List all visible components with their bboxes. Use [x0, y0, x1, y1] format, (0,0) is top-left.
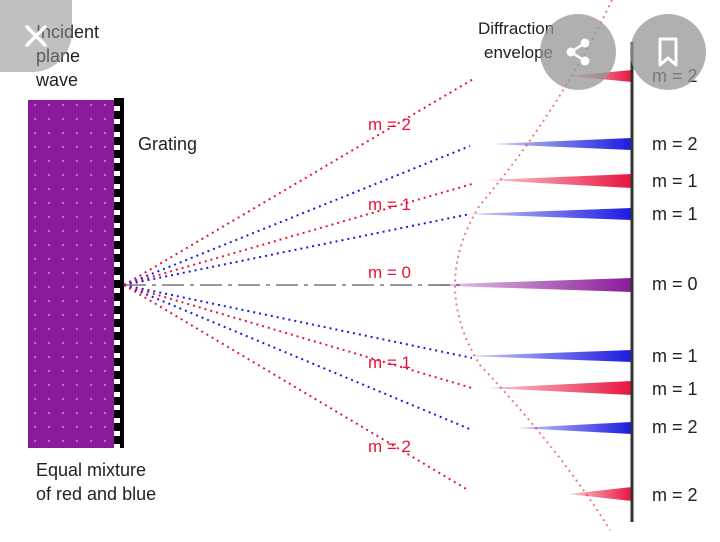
ray-label-m1-bottom: m = 1: [368, 353, 411, 372]
close-button[interactable]: [0, 0, 72, 72]
grating-slit: [114, 301, 120, 306]
grating-slit: [114, 210, 120, 215]
ray-label-m2-bottom: m = 2: [368, 437, 411, 456]
peak-red-m1-bottom: [486, 381, 632, 395]
share-icon: [566, 38, 590, 66]
grating-slit: [114, 132, 120, 137]
grating: [114, 98, 124, 449]
grating-slit: [114, 119, 120, 124]
screen-label: m = 1: [652, 171, 698, 191]
screen-labels: m = 2 m = 2 m = 1 m = 1 m = 0 m = 1 m = 1 m = 2…: [652, 66, 698, 505]
grating-slit: [114, 340, 120, 345]
close-icon: [25, 25, 47, 47]
ray-label-m1-top: m = 1: [368, 195, 411, 214]
grating-slit: [114, 223, 120, 228]
grating-slit: [114, 444, 120, 449]
ray-red-m2-top: [123, 77, 476, 286]
ray-blue-m1-bottom: [123, 284, 473, 359]
grating-slit: [114, 184, 120, 189]
ray-red-m1-bottom: [123, 284, 473, 389]
grating-slit: [114, 431, 120, 436]
incident-label-3: wave: [35, 70, 78, 90]
peak-blue-m1-top: [466, 208, 632, 220]
bookmark-icon: [658, 37, 678, 67]
grating-slit: [114, 366, 120, 371]
grating-slit: [114, 405, 120, 410]
peak-blue-m2-top: [490, 138, 632, 150]
grating-slit: [114, 418, 120, 423]
screen-label: m = 1: [652, 379, 698, 399]
share-button[interactable]: [540, 14, 616, 90]
screen-label: m = 2: [652, 134, 698, 154]
grating-slit: [114, 288, 120, 293]
grating-slit: [114, 262, 120, 267]
screen-label: m = 2: [652, 485, 698, 505]
peak-blue-m2-bottom: [516, 422, 632, 434]
grating-slit: [114, 314, 120, 319]
grating-slit: [114, 327, 120, 332]
grating-slit: [114, 275, 120, 280]
peak-purple-m0: [420, 278, 632, 292]
bookmark-button[interactable]: [630, 14, 706, 90]
screen-label: m = 1: [652, 346, 698, 366]
ray-red-m2-bottom: [123, 284, 469, 491]
ray-blue-m2-top: [123, 145, 471, 286]
peak-red-m2-bottom: [568, 487, 632, 501]
screen-label: m = 0: [652, 274, 698, 294]
grating-label: Grating: [138, 134, 197, 154]
ray-blue-m2-bottom: [123, 284, 473, 431]
grating-slit: [114, 392, 120, 397]
ray-label-m2-top: m = 2: [368, 115, 411, 134]
envelope-label-2: envelope: [484, 43, 553, 62]
screen-label: m = 1: [652, 204, 698, 224]
mixture-label-1: Equal mixture: [36, 460, 146, 480]
screen-label: m = 2: [652, 417, 698, 437]
envelope-label-1: Diffraction: [478, 19, 554, 38]
peak-red-m1-top: [486, 174, 632, 188]
grating-slit: [114, 158, 120, 163]
grating-slit: [114, 145, 120, 150]
grating-slit: [114, 171, 120, 176]
grating-slit: [114, 379, 120, 384]
incident-wave-block: [28, 100, 114, 448]
grating-slit: [114, 197, 120, 202]
ray-label-m0: m = 0: [368, 263, 411, 282]
ray-blue-m1-top: [123, 213, 471, 286]
ray-red-m1-top: [123, 183, 473, 286]
grating-slit: [114, 236, 120, 241]
grating-slit: [114, 106, 120, 111]
mixture-label-2: of red and blue: [36, 484, 156, 504]
peak-blue-m1-bottom: [466, 350, 632, 362]
grating-slit: [114, 249, 120, 254]
grating-slit: [114, 353, 120, 358]
